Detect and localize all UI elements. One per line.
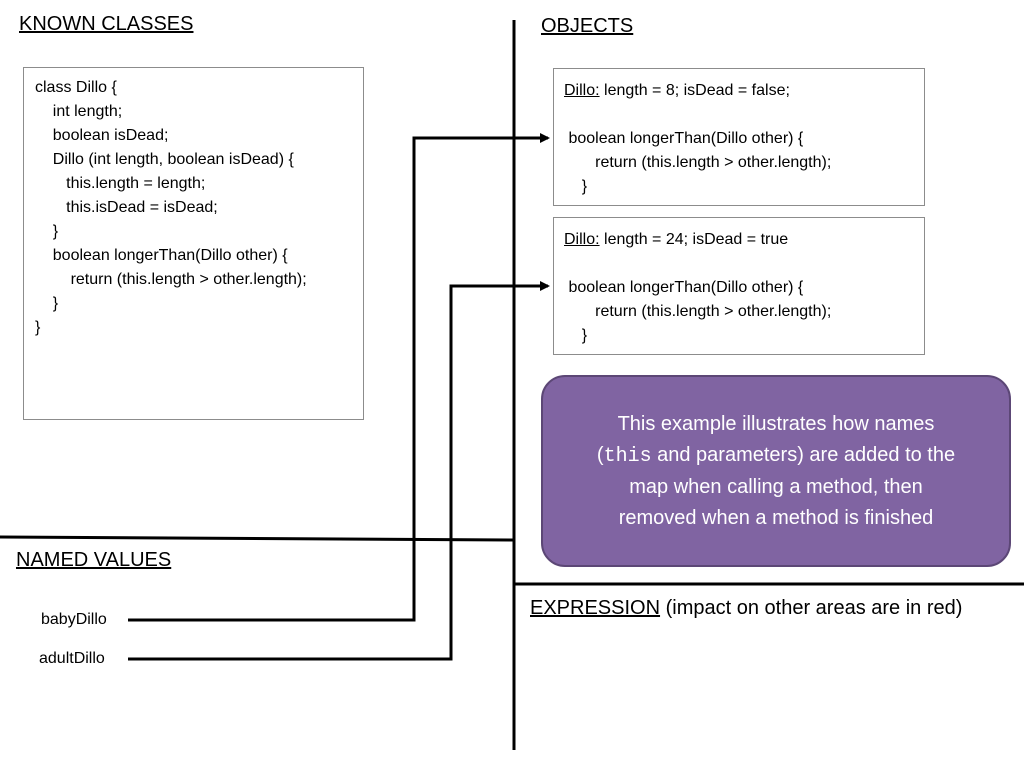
- note-line-2: (this and parameters) are added to the: [573, 440, 979, 472]
- object-method-line: }: [564, 178, 588, 195]
- class-code-line: class Dillo {: [35, 79, 117, 96]
- object-box-2: Dillo: length = 24; isDead = true boolea…: [553, 217, 925, 355]
- named-value-adultdillo: adultDillo: [39, 650, 105, 667]
- object-fields: length = 8; isDead = false;: [599, 82, 790, 99]
- note-line-3: map when calling a method, then: [629, 475, 923, 498]
- arrow-adultdillo-to-object-2: [128, 281, 550, 661]
- object-method-line: return (this.length > other.length);: [564, 303, 832, 320]
- named-values-heading: NAMED VALUES: [16, 549, 172, 571]
- explanation-callout: This example illustrates how names (this…: [541, 375, 1011, 567]
- class-code-line: boolean longerThan(Dillo other) {: [35, 247, 288, 264]
- class-code-line: Dillo (int length, boolean isDead) {: [35, 151, 294, 168]
- class-code-line: boolean isDead;: [35, 127, 169, 144]
- named-value-babydillo: babyDillo: [41, 611, 107, 628]
- note-paren: (: [596, 443, 604, 466]
- expression-note: (impact on other areas are in red): [660, 597, 963, 619]
- object-method-line: }: [564, 327, 588, 344]
- object-fields-line: Dillo: length = 24; isDead = true: [564, 228, 924, 252]
- object-fields-line: Dillo: length = 8; isDead = false;: [564, 79, 924, 103]
- arrow-babydillo-to-object-1: [128, 133, 550, 622]
- objects-heading: OBJECTS: [541, 15, 634, 37]
- class-code-line: this.isDead = isDead;: [35, 199, 218, 216]
- class-code-line: }: [35, 295, 59, 312]
- class-code-line: int length;: [35, 103, 123, 120]
- object-blank-line: [564, 103, 924, 127]
- left-horizontal-divider: [0, 535, 515, 542]
- object-method-line: boolean longerThan(Dillo other) {: [564, 279, 804, 296]
- object-method-line: boolean longerThan(Dillo other) {: [564, 130, 804, 147]
- object-fields: length = 24; isDead = true: [599, 231, 789, 248]
- note-keyword-this: this: [603, 444, 652, 468]
- class-code-line: }: [35, 319, 41, 336]
- class-code-line: return (this.length > other.length);: [35, 271, 307, 288]
- expression-heading-row: EXPRESSION (impact on other areas are in…: [530, 597, 962, 620]
- known-classes-heading: KNOWN CLASSES: [19, 13, 194, 35]
- object-blank-line: [564, 252, 924, 276]
- class-definition-box: class Dillo { int length; boolean isDead…: [23, 67, 364, 420]
- object-box-1: Dillo: length = 8; isDead = false; boole…: [553, 68, 925, 206]
- note-line-2-rest: and parameters) are added to the: [651, 443, 956, 466]
- note-line-1: This example illustrates how names: [617, 412, 935, 435]
- class-code-line: this.length = length;: [35, 175, 206, 192]
- object-method-line: return (this.length > other.length);: [564, 154, 832, 171]
- class-code-line: }: [35, 223, 59, 240]
- object-class-name: Dillo:: [564, 82, 600, 99]
- expression-heading: EXPRESSION: [530, 597, 661, 619]
- note-line-4: removed when a method is finished: [618, 506, 934, 529]
- object-class-name: Dillo:: [564, 231, 600, 248]
